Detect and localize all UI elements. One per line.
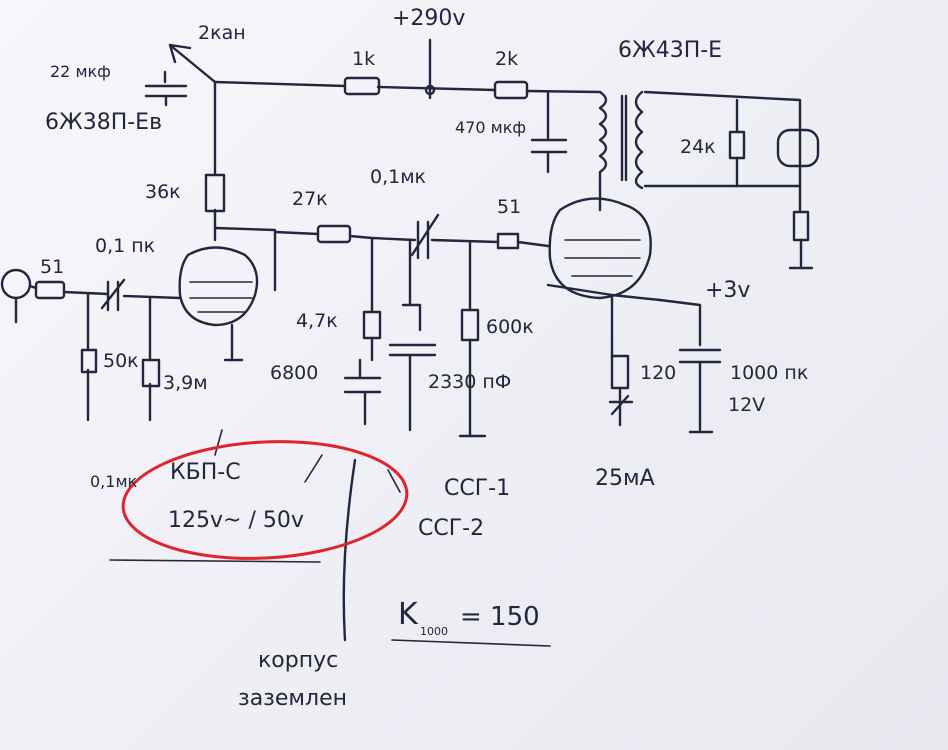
label-res-50k: 50к — [103, 350, 139, 372]
label-cap-0-1pk: 0,1 пк — [95, 235, 156, 257]
output-transformer — [598, 90, 644, 192]
capacitor-470uf — [530, 90, 568, 174]
input-tube-leads — [213, 80, 234, 362]
resistor-120 — [610, 354, 630, 390]
input-line — [14, 284, 182, 324]
resistor-600k — [460, 308, 480, 342]
resistor-24k — [728, 130, 746, 160]
control-arrow — [168, 43, 217, 84]
capacitor-coupling — [410, 213, 440, 260]
label-output-control: 2кан — [198, 22, 246, 44]
resistor-1k — [343, 76, 381, 96]
output-jack — [776, 128, 820, 168]
output-tube-grids — [564, 239, 641, 277]
resistor-36k — [204, 173, 226, 213]
input-tube — [178, 246, 259, 327]
cathode-diode — [608, 386, 634, 427]
label-res-51-top: 51 — [497, 196, 522, 218]
supply-rail — [213, 80, 602, 94]
label-volt-12: 12V — [728, 394, 766, 416]
label-res-600k: 600к — [486, 316, 534, 338]
capacitor-6800 — [343, 358, 382, 426]
input-tube-grids — [189, 281, 253, 313]
label-note-cap: 0,1мк — [90, 472, 138, 491]
input-shunt — [86, 292, 152, 422]
resistor-4-7k — [362, 310, 382, 340]
capacitor-1000uf — [658, 298, 722, 434]
label-cap-6800: 6800 — [270, 362, 319, 384]
label-res-51-left: 51 — [40, 256, 65, 278]
resistor-3-9m — [141, 358, 161, 388]
secondary-loop — [643, 90, 802, 212]
capacitor-2330 — [388, 238, 437, 432]
label-res-3-9m: 3,9м — [163, 372, 208, 394]
resistor-27k — [316, 224, 352, 244]
resistor-51-input — [34, 280, 66, 300]
label-cap-top-left: 22 мкф — [50, 62, 111, 81]
label-gain-sub: 1000 — [420, 625, 448, 638]
label-res-47k: 4,7к — [296, 310, 338, 332]
label-cap-rating: 125v~ / 50v — [168, 508, 304, 533]
label-tube-input: 6Ж38П-Ев — [45, 110, 163, 135]
label-cap-1000: 1000 пк — [730, 362, 809, 384]
label-res-24k: 24к — [680, 136, 716, 158]
load-ground — [788, 238, 814, 270]
label-res-2k: 2k — [495, 48, 519, 70]
label-supply-voltage: +290v — [392, 6, 466, 31]
output-tube — [548, 197, 652, 300]
capacitor-input — [100, 278, 126, 312]
label-gain: K — [398, 597, 418, 632]
label-cap-470: 470 мкф — [455, 118, 527, 137]
label-gain-value: = 150 — [460, 602, 540, 632]
label-tube-output: 6Ж43П-Е — [618, 38, 723, 63]
label-ssg2: ССГ-2 — [418, 516, 485, 541]
label-res-27k: 27к — [292, 188, 328, 210]
label-res-36k: 36к — [145, 181, 181, 203]
label-housing-2: заземлен — [238, 686, 347, 711]
underline-left — [109, 559, 321, 563]
underline-gain — [391, 639, 551, 647]
output-tube-leads — [546, 188, 662, 360]
label-cap-0-1mk: 0,1мк — [370, 166, 427, 188]
label-ssg1: ССГ-1 — [444, 476, 511, 501]
housing-wire — [342, 458, 357, 642]
resistor-2k — [493, 80, 529, 100]
pointer-arrows — [214, 429, 401, 493]
input-jack — [0, 268, 32, 300]
label-housing-1: корпус — [258, 648, 339, 673]
capacitor-22uf — [144, 70, 188, 107]
res600k-leads — [458, 240, 487, 438]
label-res-120: 120 — [640, 362, 677, 384]
resistor-load — [792, 210, 810, 242]
supply-node — [424, 84, 436, 96]
label-cap-type: КБП-С — [170, 460, 241, 485]
label-current: 25мА — [595, 466, 655, 491]
resistor-51-grid — [496, 232, 520, 250]
highlight-ellipse — [121, 440, 409, 560]
label-res-1k: 1k — [352, 48, 376, 70]
label-cap-2330: 2330 пФ — [428, 371, 512, 393]
label-bias: +3v — [705, 278, 751, 303]
resistor-50k — [80, 348, 98, 374]
